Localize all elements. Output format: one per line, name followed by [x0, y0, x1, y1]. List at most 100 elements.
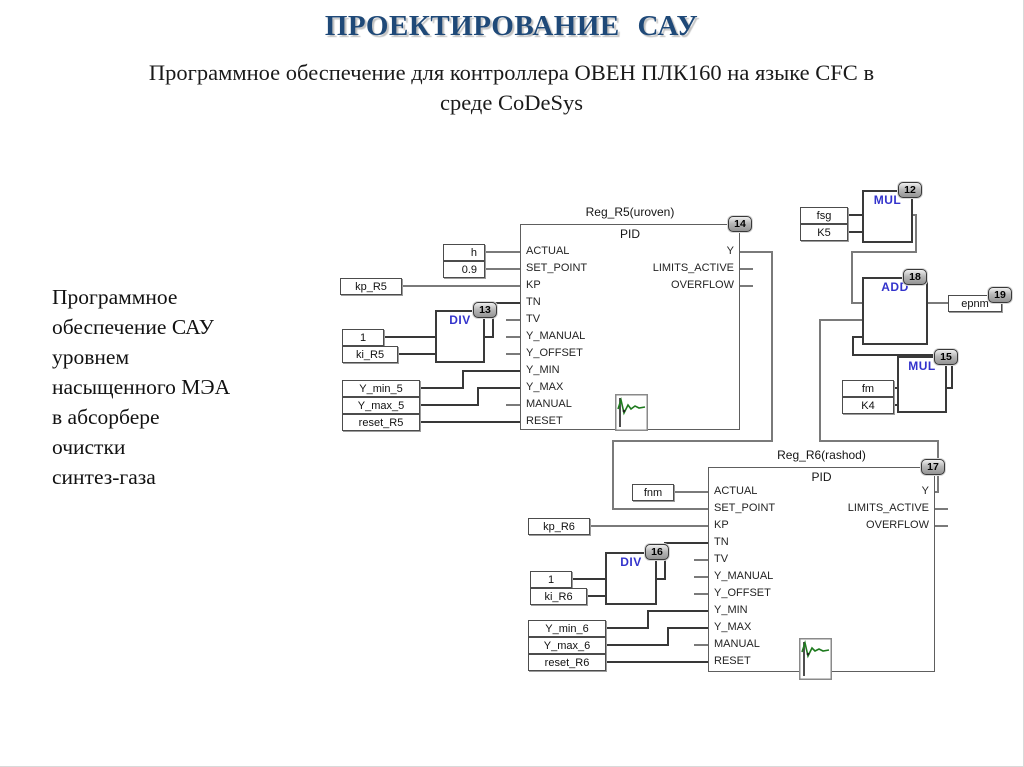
- wire-ymax6: [606, 627, 708, 646]
- block-number-badge: 16: [645, 544, 669, 560]
- slide-title: ПРОЕКТИРОВАНИЕ САУ: [324, 10, 699, 42]
- pin-kp: KP: [714, 519, 729, 531]
- pid-r6-input-pins: ACTUAL SET_POINT KP TN TV Y_MANUAL Y_OFF…: [714, 483, 775, 670]
- operand-box-kp-r5: kp_R5: [340, 278, 402, 295]
- pin-y: Y: [921, 485, 929, 497]
- pid-block-reg-r6: PID: [708, 467, 935, 672]
- fb-type-label: PID: [619, 227, 640, 241]
- pid-r6-output-pins: Y LIMITS_ACTIVE OVERFLOW: [789, 483, 929, 534]
- wire-div5-tn5: [485, 302, 520, 338]
- operand-box-h: h: [443, 244, 485, 261]
- trend-graph-icon: [799, 638, 832, 680]
- add-block-18: ADD: [862, 277, 928, 345]
- pin-limits-active: LIMITS_ACTIVE: [652, 262, 734, 274]
- r5-stub-wires: [506, 268, 753, 406]
- slide-subtitle: Программное обеспечение для контроллера …: [0, 58, 1023, 118]
- trend-graph-icon: [615, 394, 648, 431]
- pin-tv: TV: [714, 553, 729, 565]
- block-number-badge: 12: [898, 182, 922, 198]
- block-number-badge: 13: [473, 302, 497, 318]
- operand-box-fsg: fsg: [800, 207, 848, 224]
- pin-tn: TN: [526, 296, 541, 308]
- wire-mul12-add: [851, 214, 917, 304]
- pin-overflow: OVERFLOW: [866, 519, 929, 531]
- r6-input-wires: [572, 491, 708, 663]
- pin-y: Y: [726, 245, 734, 257]
- subtitle-line-1: Программное обеспечение для контроллера …: [148, 60, 875, 85]
- operand-box-ki-r5: ki_R5: [342, 346, 398, 363]
- pin-tn: TN: [714, 536, 729, 548]
- mul-label: MUL: [873, 193, 902, 207]
- wire-r5y-to-r6setpoint: [612, 251, 773, 510]
- pin-y-offset: Y_OFFSET: [526, 347, 583, 359]
- pin-actual: ACTUAL: [526, 245, 570, 257]
- operand-box-y-min-5: Y_min_5: [342, 380, 420, 397]
- wire-ymax5: [420, 387, 520, 406]
- wire-ymin5: [420, 370, 520, 389]
- mul-label: MUL: [908, 359, 936, 373]
- div-label: DIV: [620, 555, 642, 569]
- fb-title-reg-r5: Reg_R5(uroven): [585, 205, 675, 219]
- operand-box-y-min-6: Y_min_6: [528, 620, 606, 637]
- block-number-badge: 14: [728, 216, 752, 232]
- wire-mul15-add: [852, 336, 953, 389]
- block-number-badge: 15: [934, 349, 958, 365]
- pin-y-min: Y_MIN: [526, 364, 560, 376]
- wire-div6-tn6: [657, 542, 708, 580]
- feedforward-wires: [848, 214, 953, 406]
- mul-block-15: MUL: [897, 356, 947, 413]
- operand-box-one-r6: 1: [530, 571, 572, 588]
- pid-r5-output-pins: Y LIMITS_ACTIVE OVERFLOW: [598, 243, 734, 294]
- pin-y-min: Y_MIN: [714, 604, 748, 616]
- caption-line: очистки: [52, 435, 126, 459]
- div-block-13: DIV: [435, 310, 485, 363]
- pin-y-manual: Y_MANUAL: [714, 570, 774, 582]
- operand-box-one-r5: 1: [342, 329, 384, 346]
- r6-stub-wires: [694, 508, 948, 646]
- fb-type-label: PID: [811, 470, 832, 484]
- caption-line: уровнем: [52, 345, 130, 369]
- operand-box-reset-r5: reset_R5: [342, 414, 420, 431]
- mul-block-12: MUL: [862, 190, 913, 243]
- operand-box-reset-r6: reset_R6: [528, 654, 606, 671]
- pin-kp: KP: [526, 279, 541, 291]
- operand-box-fm: fm: [842, 380, 894, 397]
- pin-y-manual: Y_MANUAL: [526, 330, 586, 342]
- operand-box-0-9: 0.9: [443, 261, 485, 278]
- wire-r6y-to-add: [819, 319, 939, 493]
- pin-y-max: Y_MAX: [526, 381, 564, 393]
- pin-reset: RESET: [714, 655, 751, 667]
- pin-manual: MANUAL: [714, 638, 760, 650]
- caption-line: синтез-газа: [52, 465, 156, 489]
- operand-box-y-max-5: Y_max_5: [342, 397, 420, 414]
- block-number-badge: 18: [903, 269, 927, 285]
- caption-line: Программное: [52, 285, 178, 309]
- pin-set-point: SET_POINT: [714, 502, 776, 514]
- operand-box-y-max-6: Y_max_6: [528, 637, 606, 654]
- caption-line: обеспечение САУ: [52, 315, 214, 339]
- pin-limits-active: LIMITS_ACTIVE: [847, 502, 929, 514]
- operand-box-k4: K4: [842, 397, 894, 414]
- operand-box-kp-r6: kp_R6: [528, 518, 590, 535]
- pin-actual: ACTUAL: [714, 485, 758, 497]
- fb-title-reg-r6: Reg_R6(rashod): [777, 448, 866, 462]
- operand-box-fnm: fnm: [632, 484, 674, 501]
- r5-input-wires: [384, 251, 520, 423]
- caption-text: Программное обеспечение САУ уровнем насы…: [52, 282, 282, 492]
- pin-manual: MANUAL: [526, 398, 572, 410]
- pin-reset: RESET: [526, 415, 563, 427]
- add-label: ADD: [881, 280, 909, 294]
- block-number-badge: 19: [988, 287, 1012, 303]
- block-number-badge: 17: [921, 459, 945, 475]
- pin-set-point: SET_POINT: [526, 262, 588, 274]
- pid-r5-input-pins: ACTUAL SET_POINT KP TN TV Y_MANUAL Y_OFF…: [526, 243, 587, 430]
- operand-box-ki-r6: ki_R6: [530, 588, 587, 605]
- caption-line: в абсорбере: [52, 405, 160, 429]
- pin-y-max: Y_MAX: [714, 621, 752, 633]
- wire-ymin6: [606, 610, 708, 629]
- pin-tv: TV: [526, 313, 541, 325]
- subtitle-line-2: среде CoDeSys: [440, 90, 583, 115]
- div-block-16: DIV: [605, 552, 657, 605]
